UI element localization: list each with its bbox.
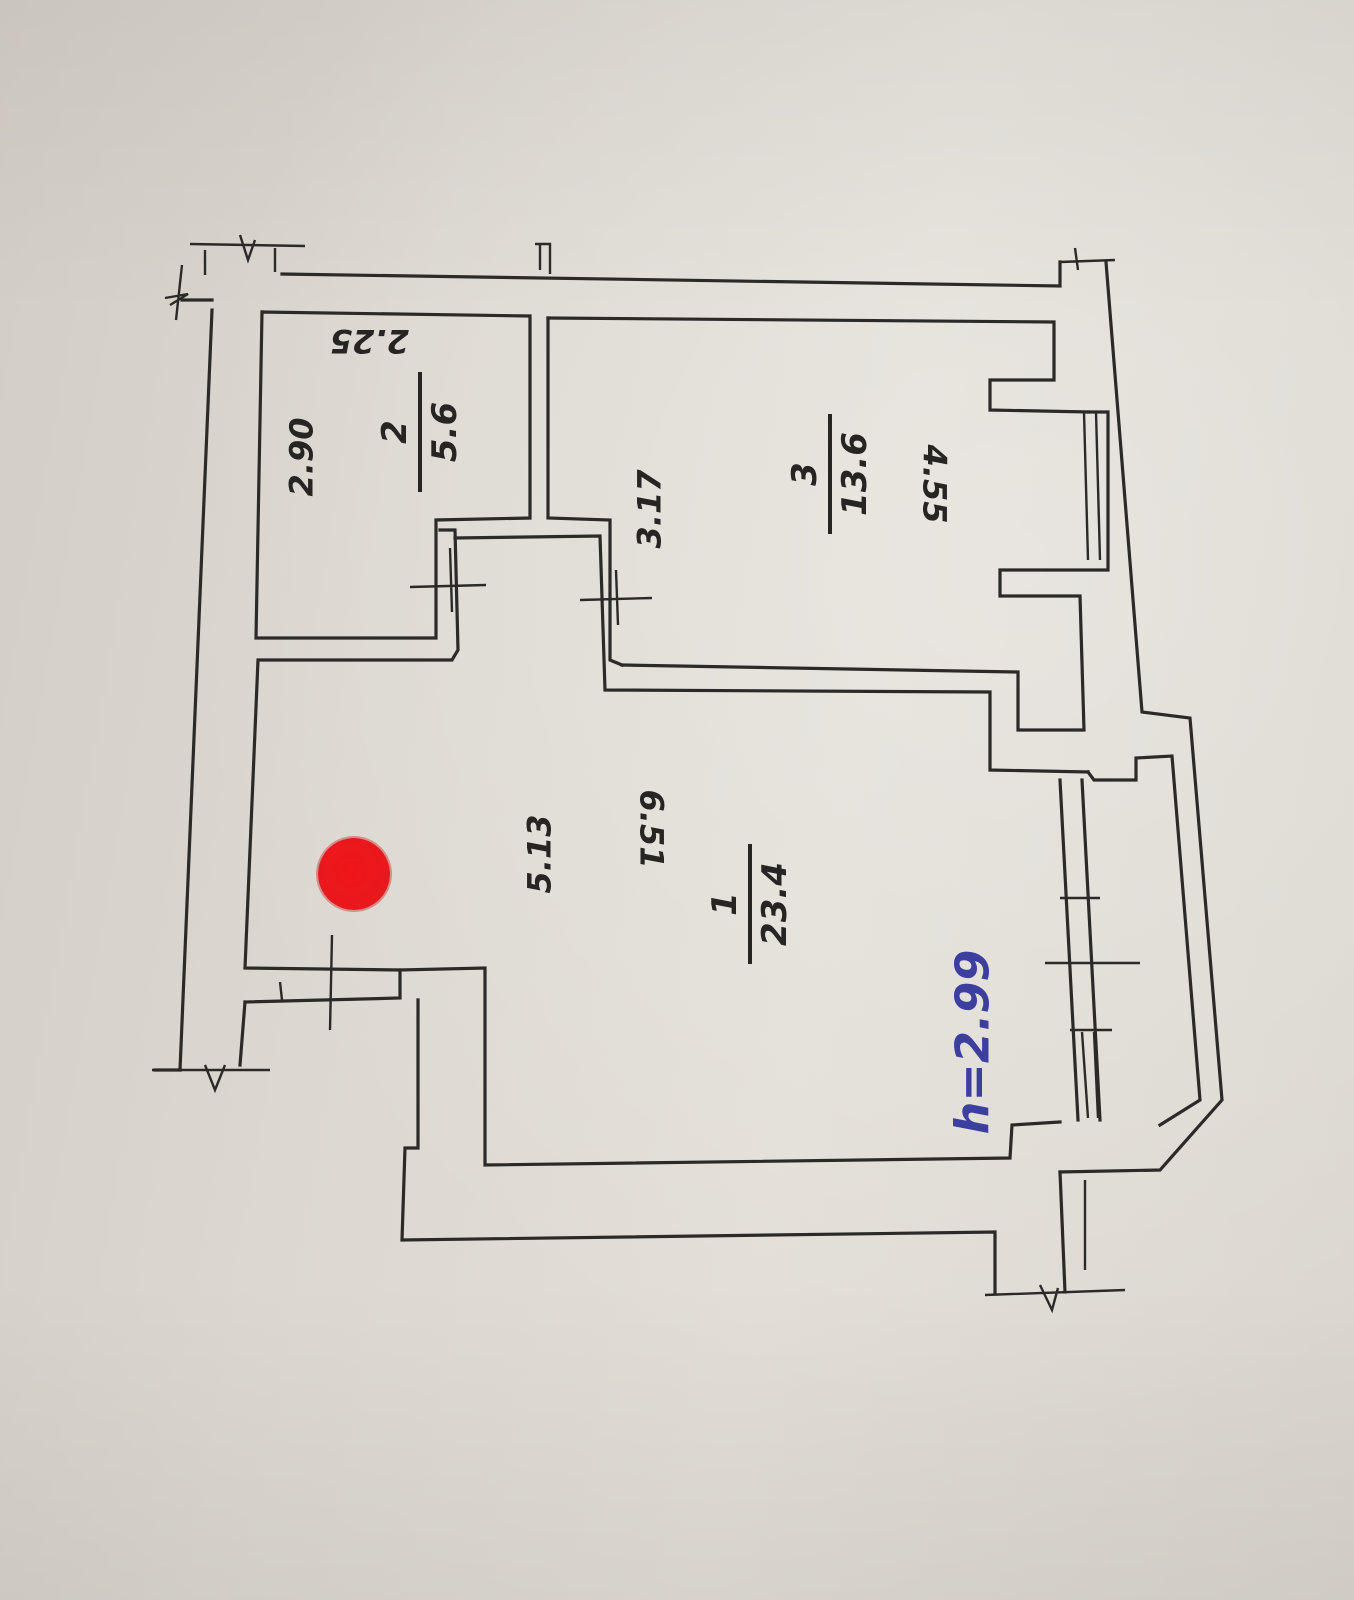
room-2-fraction-bar xyxy=(418,372,422,492)
room-2-area: 5.6 xyxy=(425,401,465,463)
room-3-length-dimension: 4.55 xyxy=(915,444,954,524)
red-location-marker xyxy=(318,838,390,910)
room-3-width-dimension: 3.17 xyxy=(630,469,669,549)
room-1-fraction-bar xyxy=(748,844,752,964)
room-2-number: 2 xyxy=(375,420,415,444)
ceiling-height-note: h=2.99 xyxy=(945,949,1000,1135)
room-2-length-dimension: 2.25 xyxy=(330,322,409,360)
room-3-fraction-bar xyxy=(828,414,832,534)
room-1-label: 1 23.4 xyxy=(705,844,795,964)
room-2-width-dimension: 2.90 xyxy=(282,417,321,497)
room-1-number: 1 xyxy=(705,892,745,916)
room-3-number: 3 xyxy=(785,462,825,486)
room-2-label: 2 5.6 xyxy=(375,372,465,492)
room-1-length-dimension: 6.51 xyxy=(632,789,671,869)
room-3-area: 13.6 xyxy=(835,432,875,516)
room-3-label: 3 13.6 xyxy=(785,414,875,534)
room-1-area: 23.4 xyxy=(755,862,795,946)
room-1-width-dimension: 5.13 xyxy=(520,814,559,894)
